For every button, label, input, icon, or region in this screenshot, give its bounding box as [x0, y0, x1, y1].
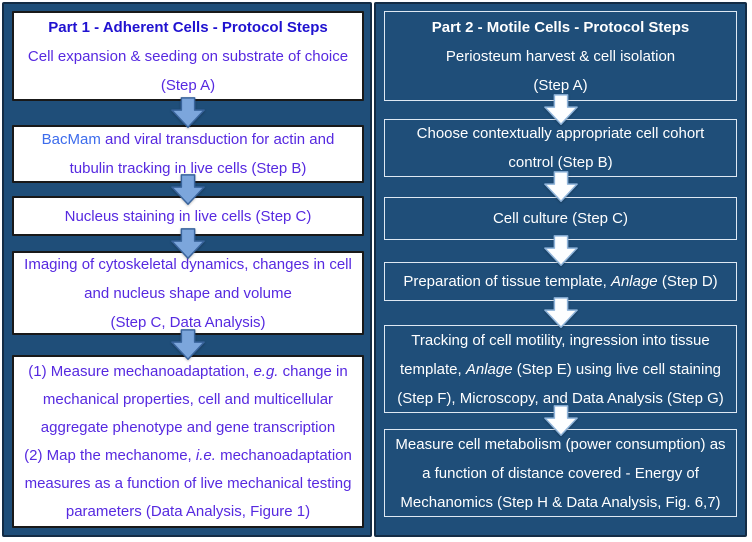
text-run: (Step D): [657, 273, 718, 290]
part2-box-5-line-1: Tracking of cell motility, ingression in…: [411, 326, 709, 355]
part2-connector-4: [384, 297, 737, 328]
part2-box-5-line-3: (Step F), Microscopy, and Data Analysis …: [397, 384, 724, 413]
text-run: template,: [399, 360, 466, 378]
part1-box-2-line-1: BacMam and viral transduction for actin …: [42, 125, 335, 154]
part1-connector-1: [12, 97, 364, 128]
part1-box-4-line-1: Imaging of cytoskeletal dynamics, change…: [24, 250, 352, 279]
down-arrow-icon: [170, 173, 206, 206]
part1-box-5-line-4: (2) Map the mechanome, i.e. mechanoadapt…: [24, 442, 352, 470]
part1-box-5-line-5: measures as a function of live mechanica…: [25, 470, 352, 498]
part2-step-box-4: Preparation of tissue template, Anlage (…: [384, 262, 737, 301]
part1-connector-3: [12, 227, 364, 259]
text-run: (Step E) using live cell staining: [512, 360, 722, 378]
part2-box-1-line-3: (Step A): [533, 71, 587, 100]
bacmam-link[interactable]: BacMam: [41, 131, 101, 148]
text-run: control (Step B): [508, 154, 613, 171]
part1-step-box-4: Imaging of cytoskeletal dynamics, change…: [12, 251, 364, 335]
part2-box-3-line-1: Cell culture (Step C): [493, 204, 628, 233]
text-run: Cell culture (Step C): [492, 210, 629, 227]
part2-connector-5: [384, 405, 737, 436]
text-run: mechanical properties, cell and multicel…: [42, 390, 334, 408]
text-run: Anlage: [465, 360, 513, 378]
part1-box-3-line-1: Nucleus staining in live cells (Step C): [65, 202, 312, 231]
part1-step-box-5: (1) Measure mechanoadaptation, e.g. chan…: [12, 355, 364, 528]
part2-box-6-line-1: Measure cell metabolism (power consumpti…: [395, 430, 725, 459]
text-run: measures as a function of live mechanica…: [24, 474, 352, 492]
part1-box-1-line-3: (Step A): [161, 71, 215, 100]
text-run: mechanoadaptation: [215, 446, 352, 464]
text-run: Cell expansion & seeding on substrate of…: [27, 47, 349, 65]
text-run: and nucleus shape and volume: [84, 284, 292, 302]
text-run: Part 1 - Adherent Cells - Protocol Steps: [48, 18, 328, 36]
down-arrow-icon: [543, 297, 579, 330]
part2-box-4-line-1: Preparation of tissue template, Anlage (…: [403, 267, 717, 296]
text-run: Periosteum harvest & cell isolation: [445, 47, 676, 65]
part1-step-box-2: BacMam and viral transduction for actin …: [12, 125, 364, 183]
part1-box-2-line-2: tubulin tracking in live cells (Step B): [70, 154, 307, 183]
part2-step-box-5: Tracking of cell motility, ingression in…: [384, 325, 737, 413]
part2-connector-3: [384, 235, 737, 266]
text-run: i.e.: [195, 446, 216, 464]
part1-box-4-line-2: and nucleus shape and volume: [84, 279, 292, 308]
text-run: (Step C, Data Analysis): [110, 313, 266, 331]
text-run: and viral transduction for actin and: [100, 131, 335, 148]
text-run: Tracking of cell motility, ingression in…: [411, 331, 710, 349]
part2-step-box-2: Choose contextually appropriate cell coh…: [384, 119, 737, 177]
part2-box-5-line-2: template, Anlage (Step E) using live cel…: [400, 355, 721, 384]
text-run: (Step F), Microscopy, and Data Analysis …: [397, 389, 724, 407]
part1-panel: Part 1 - Adherent Cells - Protocol Steps…: [2, 2, 372, 537]
part2-box-1-line-1: Part 2 - Motile Cells - Protocol Steps: [432, 13, 690, 42]
text-run: change in: [278, 362, 348, 380]
part2-step-box-3: Cell culture (Step C): [384, 197, 737, 240]
down-arrow-icon: [170, 97, 206, 130]
part2-step-box-6: Measure cell metabolism (power consumpti…: [384, 429, 737, 517]
down-arrow-icon: [543, 94, 579, 127]
part1-box-4-line-3: (Step C, Data Analysis): [110, 308, 265, 337]
part1-box-1-line-2: Cell expansion & seeding on substrate of…: [28, 42, 348, 71]
text-run: Measure cell metabolism (power consumpti…: [395, 435, 726, 453]
text-run: (Step A): [160, 76, 216, 94]
text-run: Preparation of tissue template,: [403, 273, 611, 290]
text-run: Imaging of cytoskeletal dynamics, change…: [24, 255, 352, 273]
part1-connector-2: [12, 173, 364, 205]
part2-box-6-line-3: Mechanomics (Step H & Data Analysis, Fig…: [400, 488, 720, 517]
down-arrow-icon: [543, 235, 579, 268]
part2-box-1-line-2: Periosteum harvest & cell isolation: [446, 42, 675, 71]
part2-connector-1: [384, 94, 737, 125]
text-run: Mechanomics (Step H & Data Analysis, Fig…: [400, 493, 721, 511]
part2-box-2-line-1: Choose contextually appropriate cell coh…: [417, 119, 705, 148]
text-run: Anlage: [610, 273, 658, 290]
text-run: Nucleus staining in live cells (Step C): [64, 207, 312, 225]
part1-step-box-1: Part 1 - Adherent Cells - Protocol Steps…: [12, 11, 364, 101]
text-run: tubulin tracking in live cells (Step B): [69, 160, 307, 177]
part2-box-6-line-2: a function of distance covered - Energy …: [422, 459, 699, 488]
text-run: Part 2 - Motile Cells - Protocol Steps: [431, 18, 690, 36]
down-arrow-icon: [170, 329, 206, 362]
part2-connector-2: [384, 171, 737, 202]
text-run: e.g.: [253, 362, 279, 380]
part1-box-1-line-1: Part 1 - Adherent Cells - Protocol Steps: [48, 13, 328, 42]
text-run: (1) Measure mechanoadaptation,: [28, 362, 254, 380]
part1-box-5-line-2: mechanical properties, cell and multicel…: [43, 386, 333, 414]
text-run: a function of distance covered - Energy …: [422, 464, 699, 482]
part1-connector-4: [12, 329, 364, 360]
down-arrow-icon: [170, 227, 206, 260]
text-run: Choose contextually appropriate cell coh…: [416, 125, 705, 142]
text-run: aggregate phenotype and gene transcripti…: [40, 418, 336, 436]
down-arrow-icon: [543, 171, 579, 204]
part2-box-2-line-2: control (Step B): [508, 148, 612, 177]
part1-box-5-line-6: parameters (Data Analysis, Figure 1): [66, 498, 310, 526]
down-arrow-icon: [543, 405, 579, 438]
part1-box-5-line-3: aggregate phenotype and gene transcripti…: [41, 414, 335, 442]
text-run: (2) Map the mechanome,: [24, 446, 196, 464]
part1-box-5-line-1: (1) Measure mechanoadaptation, e.g. chan…: [28, 358, 347, 386]
text-run: (Step A): [533, 76, 588, 94]
text-run: parameters (Data Analysis, Figure 1): [65, 502, 311, 520]
